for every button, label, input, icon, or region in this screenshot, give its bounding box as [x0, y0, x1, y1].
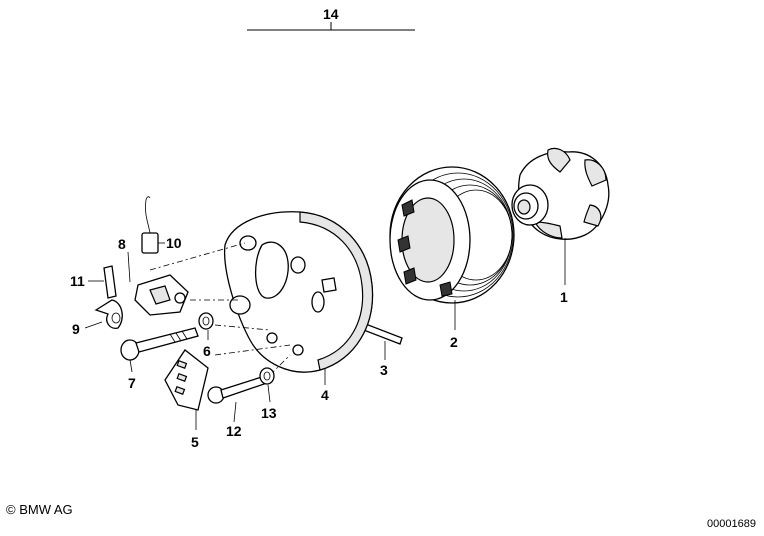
part-5-brush-plate[interactable] [164, 349, 209, 430]
part-1-rotor[interactable] [511, 147, 610, 285]
callout-1: 1 [560, 289, 568, 305]
callout-2: 2 [450, 334, 458, 350]
part-6-washer[interactable] [198, 312, 214, 340]
assembly-group-marker [247, 22, 415, 31]
callout-4: 4 [321, 387, 329, 403]
part-2-stator[interactable] [389, 166, 515, 330]
callout-13: 13 [261, 405, 277, 421]
part-7-screw[interactable] [120, 327, 199, 373]
callout-11: 11 [70, 273, 85, 289]
part-11-bracket[interactable] [88, 265, 117, 299]
callout-5: 5 [191, 434, 199, 450]
part-12-bolt[interactable] [207, 374, 271, 423]
callout-12: 12 [226, 423, 242, 439]
copyright-notice: © BMW AG [6, 502, 73, 517]
callout-9: 9 [72, 321, 80, 337]
part-9-spring-clip[interactable] [84, 299, 123, 329]
part-10-carbon-brush[interactable] [141, 196, 165, 254]
callout-8: 8 [118, 236, 126, 252]
callout-10: 10 [166, 235, 182, 251]
part-13-lock-washer[interactable] [259, 367, 275, 403]
part-8-brush-holder[interactable] [127, 251, 189, 316]
callout-3: 3 [380, 362, 388, 378]
callout-6: 6 [203, 343, 211, 359]
callout-7: 7 [128, 375, 136, 391]
diagram-id: 00001689 [707, 518, 756, 530]
part-4-housing[interactable] [223, 211, 374, 385]
callout-14: 14 [323, 6, 339, 22]
